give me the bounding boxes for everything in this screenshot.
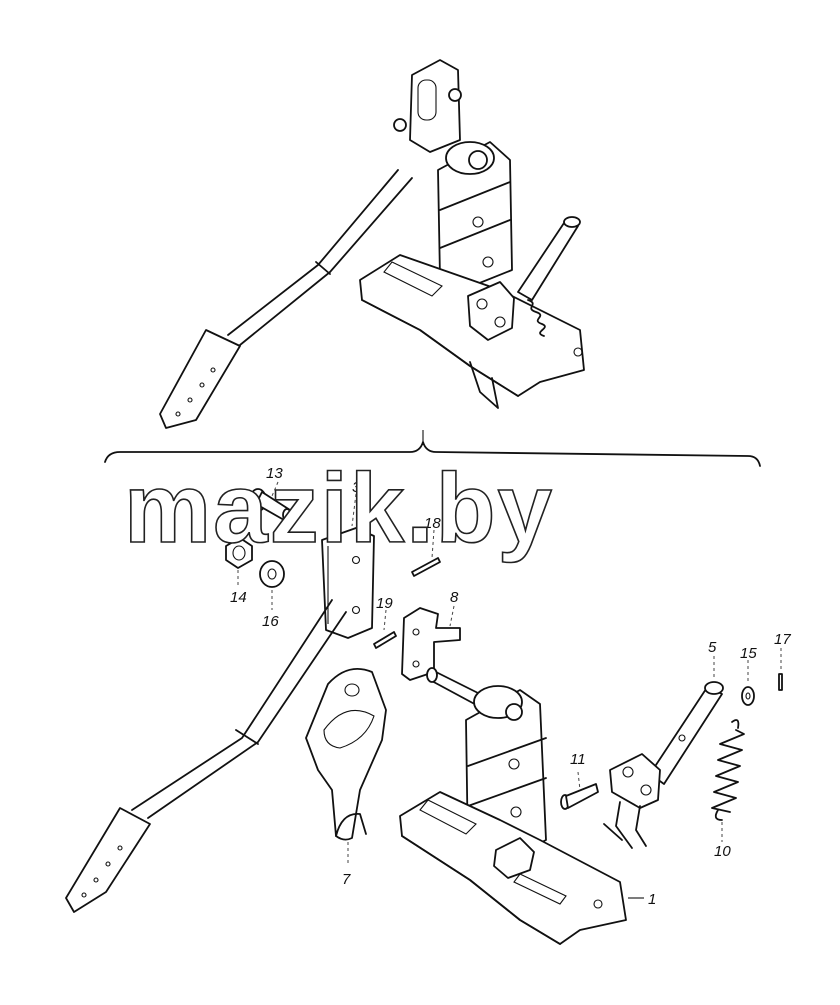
part-10-spring xyxy=(711,719,745,821)
assembled-view xyxy=(159,59,585,429)
callout-17: 17 xyxy=(774,631,791,648)
callout-19: 19 xyxy=(376,595,393,612)
part-1-body xyxy=(399,667,627,945)
callout-3: 3 xyxy=(352,479,361,496)
watermark-text: mazik.by xyxy=(124,453,554,563)
callout-7: 7 xyxy=(342,871,351,888)
part-3-lever xyxy=(65,527,375,913)
part-8-plate xyxy=(401,607,461,681)
callout-1: 1 xyxy=(648,891,656,908)
callout-labels: 13 3 18 14 16 19 8 5 15 17 11 10 7 1 xyxy=(230,465,791,908)
part-5-handle xyxy=(603,681,724,849)
callout-8: 8 xyxy=(450,589,459,606)
part-14-nut xyxy=(225,537,253,569)
callout-5: 5 xyxy=(708,639,717,656)
callout-18: 18 xyxy=(424,515,441,532)
callout-14: 14 xyxy=(230,589,247,606)
group-bracket xyxy=(104,430,761,467)
part-7-hook xyxy=(305,668,387,841)
callout-11: 11 xyxy=(570,751,586,768)
part-17-cotter-pin xyxy=(778,673,783,691)
part-13-pin xyxy=(249,488,292,522)
part-15-washer xyxy=(741,686,755,706)
assembled-lever xyxy=(159,169,413,429)
callout-10: 10 xyxy=(714,843,731,860)
assembled-post xyxy=(437,141,513,291)
part-18-spring-pin xyxy=(411,557,441,577)
callout-16: 16 xyxy=(262,613,279,630)
callout-15: 15 xyxy=(740,645,757,662)
leader-lines xyxy=(237,481,782,899)
part-11-pin xyxy=(560,783,599,810)
assembled-bracket xyxy=(393,59,462,153)
part-16-washer xyxy=(259,560,285,588)
callout-13: 13 xyxy=(266,465,283,482)
part-19-spring-pin xyxy=(373,631,397,649)
assembled-pawl xyxy=(467,216,581,341)
